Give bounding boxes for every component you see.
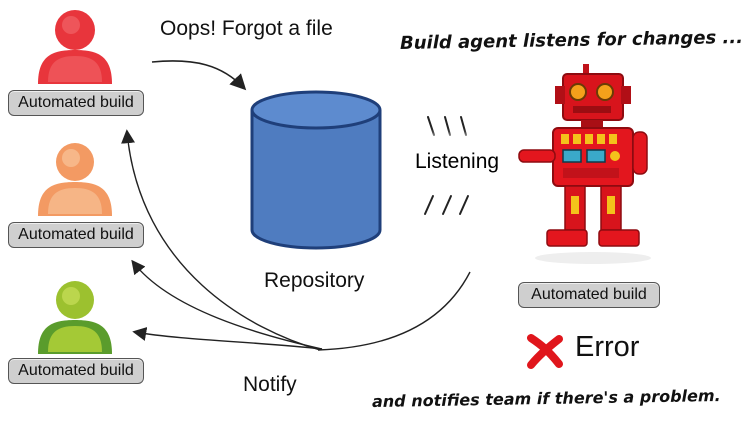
commit-arrow bbox=[151, 60, 247, 91]
person-3-label: Automated build bbox=[8, 358, 144, 384]
robot-icon bbox=[518, 64, 651, 264]
listening-waves bbox=[424, 116, 469, 215]
notify-arrow-2 bbox=[131, 259, 323, 350]
repository-label: Repository bbox=[264, 269, 365, 292]
person-2-label: Automated build bbox=[8, 222, 144, 248]
notify-arrow-3 bbox=[132, 327, 323, 350]
person-icon-red bbox=[38, 10, 112, 84]
notify-line-from-robot bbox=[317, 271, 471, 351]
notify-arrow-1 bbox=[121, 129, 321, 351]
repository-icon bbox=[250, 90, 382, 250]
listening-label: Listening bbox=[405, 144, 510, 180]
person-icon-green bbox=[38, 281, 112, 354]
person-1-label: Automated build bbox=[8, 90, 144, 116]
person-icon-orange bbox=[38, 143, 112, 216]
robot-label: Automated build bbox=[518, 282, 660, 308]
notify-label: Notify bbox=[243, 373, 297, 396]
commit-caption: Oops! Forgot a file bbox=[160, 17, 333, 40]
error-label: Error bbox=[575, 331, 640, 363]
error-cross-icon bbox=[527, 334, 563, 369]
